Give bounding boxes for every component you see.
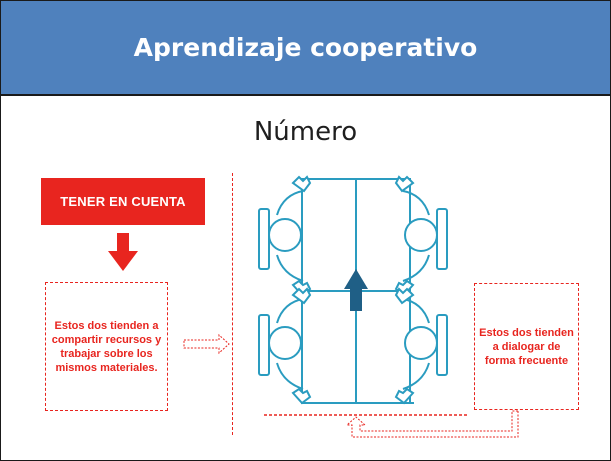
desk-diagram (258, 175, 448, 405)
student-icon (394, 287, 448, 405)
slide-header: Aprendizaje cooperativo (1, 1, 610, 96)
right-note-text: Estos dos tienden a dialogar de forma fr… (479, 326, 574, 367)
note-label: TENER EN CUENTA (60, 194, 186, 209)
up-arrow-icon (344, 269, 368, 311)
left-note-box: Estos dos tienden a compartir recursos y… (45, 282, 168, 411)
right-note-box: Estos dos tienden a dialogar de forma fr… (474, 283, 579, 410)
student-icon (258, 287, 312, 405)
slide-title: Aprendizaje cooperativo (133, 33, 478, 62)
up-arrow-icon (345, 410, 519, 438)
student-icon (394, 175, 448, 297)
slide-subtitle: Número (253, 117, 358, 147)
left-note-text: Estos dos tienden a compartir recursos y… (51, 319, 162, 374)
divider-line (232, 173, 233, 435)
note-banner: TENER EN CUENTA (41, 178, 205, 225)
right-arrow-icon (183, 333, 230, 355)
down-arrow-icon (108, 233, 138, 271)
